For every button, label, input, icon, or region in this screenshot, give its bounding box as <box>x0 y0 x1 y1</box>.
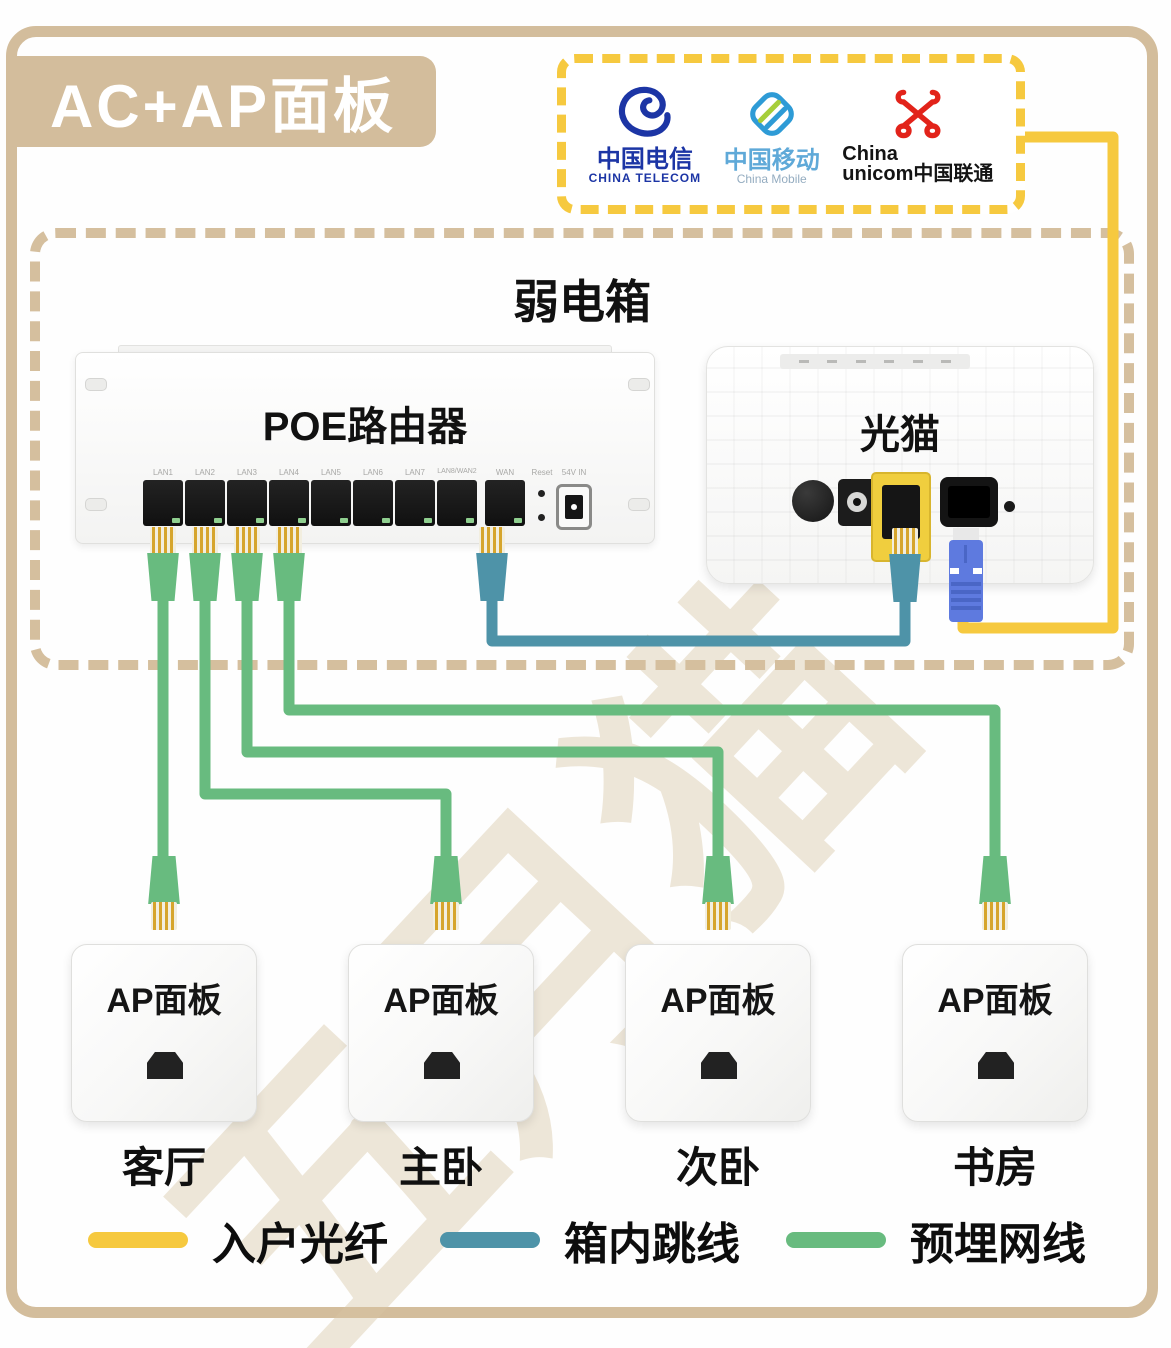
wan-port: WAN <box>485 468 525 526</box>
room-label-master-bedroom: 主卧 <box>398 1144 483 1191</box>
fiber-swatch <box>88 1232 188 1248</box>
legend-label-fiber: 入户光纤 <box>212 1220 388 1269</box>
unicom-name-line1: China <box>842 143 898 165</box>
china-mobile-logo <box>749 92 794 136</box>
poe-led <box>538 514 545 521</box>
telecom-name-en: CHINA TELECOM <box>588 171 702 186</box>
lan-swatch <box>786 1232 886 1248</box>
port-label: LAN5 <box>320 468 341 477</box>
rj45-port <box>353 480 393 526</box>
rj45-port <box>185 480 225 526</box>
rj45-port <box>485 480 525 526</box>
port-label: LAN8/WAN2 <box>437 468 477 475</box>
provider-china-unicom: China unicom中国联通 <box>842 84 993 184</box>
ap-panel-2: AP面板 <box>348 944 534 1122</box>
port-label: LAN4 <box>278 468 299 477</box>
power-input-label: 54V IN <box>561 468 587 477</box>
router-port-row: LAN1 LAN2 LAN3 LAN4 LAN5 LAN6 LAN7 LAN8 <box>143 468 525 526</box>
dc-power-jack <box>556 484 592 530</box>
port-label: LAN2 <box>194 468 215 477</box>
lan-port-8: LAN8/WAN2 <box>437 468 477 526</box>
rj45-port <box>395 480 435 526</box>
port-label: LAN6 <box>362 468 383 477</box>
modem-fiber-port <box>940 477 998 527</box>
ap-panel-title: AP面板 <box>660 982 776 1020</box>
port-label: LAN1 <box>152 468 173 477</box>
provider-china-mobile: 中国移动 China Mobile <box>724 82 820 186</box>
lan-cable-3 <box>241 579 724 872</box>
modem-led-strip <box>780 354 970 369</box>
reset-label: Reset <box>531 468 553 477</box>
rj45-jack-icon <box>424 1052 460 1079</box>
room-label-second-bedroom: 次卧 <box>675 1144 760 1191</box>
telecom-name-cn: 中国电信 <box>596 146 693 174</box>
poe-router-label: POE路由器 <box>262 405 468 449</box>
reset-button <box>538 490 545 497</box>
lan-port-1: LAN1 <box>143 468 183 526</box>
lan-cable-4 <box>283 579 1001 872</box>
lan-port-6: LAN6 <box>353 468 393 526</box>
ap-panel-1: AP面板 <box>71 944 257 1122</box>
port-label: WAN <box>495 468 515 477</box>
room-label-living-room: 客厅 <box>121 1144 206 1191</box>
lan-cable-2 <box>199 579 452 872</box>
mobile-name-en: China Mobile <box>736 172 807 187</box>
china-unicom-logo <box>895 89 941 139</box>
jumper-cable <box>486 579 911 647</box>
lan-port-2: LAN2 <box>185 468 225 526</box>
legend-label-jumper: 箱内跳线 <box>564 1220 740 1269</box>
unicom-name-cn: 中国联通 <box>913 163 994 185</box>
ap-panel-3: AP面板 <box>625 944 811 1122</box>
rj45-port <box>311 480 351 526</box>
rj45-jack-icon <box>701 1052 737 1079</box>
unicom-name-line2: unicom <box>842 163 914 185</box>
rj45-jack-icon <box>978 1052 1014 1079</box>
port-label: LAN7 <box>404 468 425 477</box>
mobile-name-cn: 中国移动 <box>723 147 820 175</box>
page-frame <box>6 26 1158 1318</box>
port-label: LAN3 <box>236 468 257 477</box>
ap-panel-title: AP面板 <box>937 982 1053 1020</box>
legend-item-fiber: 入户光纤 <box>88 1212 388 1269</box>
legend-item-jumper: 箱内跳线 <box>440 1212 740 1269</box>
weak-current-box-label: 弱电箱 <box>513 276 651 328</box>
modem-dc-pin <box>853 498 861 506</box>
isp-box: 中国电信 CHINA TELECOM 中国移动 China Mobile Chi… <box>557 54 1025 214</box>
ap-panel-title: AP面板 <box>383 982 499 1020</box>
mount-hole <box>628 498 650 511</box>
page-title: AC+AP面板 <box>49 73 397 140</box>
rj45-port <box>269 480 309 526</box>
ap-panel-4: AP面板 <box>902 944 1088 1122</box>
dc-jack-pin <box>571 504 577 510</box>
legend-label-lan: 预埋网线 <box>910 1220 1086 1269</box>
sc-fiber-connector <box>949 540 983 622</box>
weak-current-box <box>30 228 1134 670</box>
modem-dc-jack <box>838 479 876 526</box>
lan-port-7: LAN7 <box>395 468 435 526</box>
mount-hole <box>628 378 650 391</box>
rj45-port <box>227 480 267 526</box>
lan-port-3: LAN3 <box>227 468 267 526</box>
room-label-study: 书房 <box>952 1144 1037 1191</box>
rj45-jack-icon <box>147 1052 183 1079</box>
rj45-port <box>437 480 477 526</box>
mount-hole <box>85 378 107 391</box>
ap-panel-title: AP面板 <box>106 982 222 1020</box>
jumper-swatch <box>440 1232 540 1248</box>
lan-port-5: LAN5 <box>311 468 351 526</box>
modem-power-button <box>792 480 834 522</box>
unicom-name: China unicom中国联通 <box>842 144 993 184</box>
legend-item-lan: 预埋网线 <box>786 1212 1086 1269</box>
modem-indicator-dot <box>1004 501 1015 512</box>
mount-hole <box>85 498 107 511</box>
title-banner: AC+AP面板 <box>10 56 436 147</box>
lan-port-4: LAN4 <box>269 468 309 526</box>
rj45-port <box>143 480 183 526</box>
provider-china-telecom: 中国电信 CHINA TELECOM <box>589 83 702 185</box>
modem-fiber-opening <box>948 486 990 518</box>
china-telecom-logo <box>618 86 671 137</box>
optical-modem-label: 光猫 <box>860 413 940 457</box>
